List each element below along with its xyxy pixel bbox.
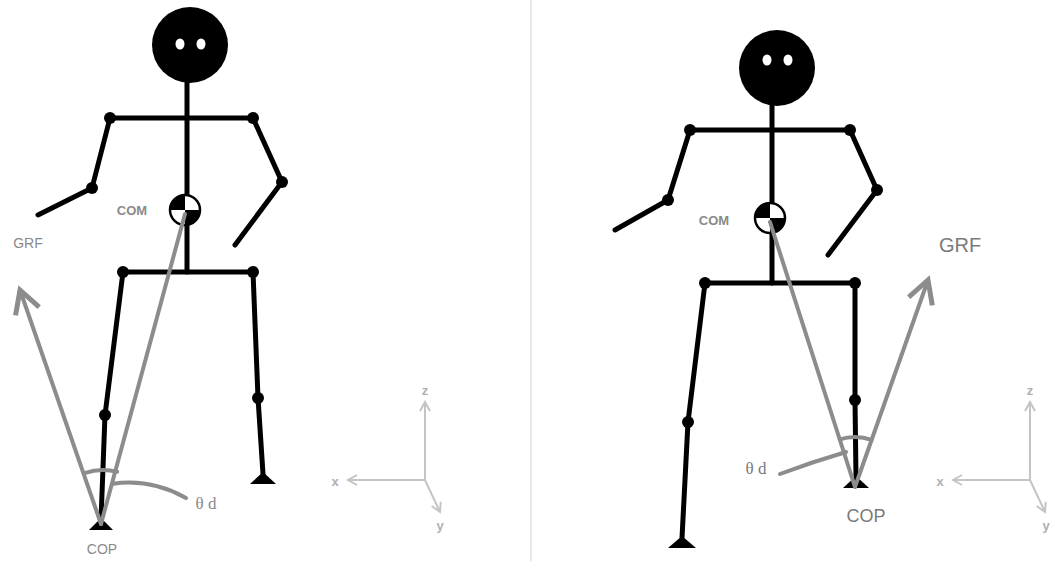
com-quadrant (170, 195, 185, 210)
foot (250, 472, 276, 484)
cop-com-line (101, 214, 185, 524)
x-axis (953, 479, 1030, 481)
y-axis (425, 480, 440, 512)
right-arm (235, 118, 282, 245)
panel-divider (531, 0, 532, 561)
joint (104, 112, 116, 124)
axis-label: z (422, 384, 429, 397)
joint (276, 176, 288, 188)
joint (682, 416, 694, 428)
angle-arc (85, 470, 118, 473)
joint (99, 409, 111, 421)
joint (849, 277, 861, 289)
left-arm (38, 118, 110, 215)
angle-arc (840, 437, 872, 440)
joint (844, 124, 856, 136)
cop-label: COP (87, 542, 117, 556)
hip-line (705, 281, 855, 286)
joint (871, 184, 883, 196)
left-annotations (20, 214, 186, 524)
z-axis (1029, 402, 1031, 480)
joint (849, 394, 861, 406)
right-leg (855, 283, 856, 478)
hip-line (123, 270, 253, 275)
shoulder-line (110, 116, 253, 121)
y-axis (1030, 480, 1045, 512)
joint (247, 266, 259, 278)
joint (699, 277, 711, 289)
axis-label: y (1042, 519, 1049, 532)
left-leg (682, 283, 705, 538)
cop-com-line (770, 222, 855, 487)
joint (117, 266, 129, 278)
grf-arrow (855, 280, 928, 487)
angle-label: θ d (196, 495, 217, 512)
leader-line (112, 483, 186, 498)
eye (197, 39, 206, 50)
grf-arrow (20, 290, 101, 524)
cop-label: COP (846, 507, 885, 525)
right-axes (953, 402, 1045, 512)
left-axes (348, 402, 440, 512)
head (739, 30, 815, 106)
com-quadrant (185, 210, 200, 225)
joint (247, 112, 259, 124)
right-stick-figure (615, 104, 877, 538)
x-axis (348, 479, 425, 481)
joint (684, 124, 696, 136)
axis-label: z (1027, 384, 1034, 397)
spine (185, 78, 190, 272)
joint (252, 392, 264, 404)
angle-label: θ d (746, 460, 767, 477)
z-axis (424, 402, 426, 480)
foot (668, 536, 696, 548)
axis-label: y (436, 519, 443, 532)
com-quadrant (755, 203, 770, 218)
right-figure-joints (662, 30, 883, 548)
axis-label: x (936, 475, 943, 488)
right-arm (828, 130, 877, 255)
grf-label: GRF (13, 236, 43, 250)
right-leg (253, 272, 263, 474)
joint (662, 194, 674, 206)
right-annotations (770, 222, 928, 487)
com-label: COM (117, 204, 147, 217)
grf-label: GRF (939, 235, 981, 255)
eye (176, 39, 185, 50)
leader-line (780, 452, 846, 474)
eye (763, 55, 772, 66)
head (152, 7, 228, 83)
shoulder-line (690, 128, 850, 133)
eye (784, 55, 793, 66)
com-label: COM (699, 214, 729, 227)
axis-label: x (331, 475, 338, 488)
left-arm (615, 130, 690, 230)
left-figure-joints (86, 7, 288, 530)
joint (86, 182, 98, 194)
